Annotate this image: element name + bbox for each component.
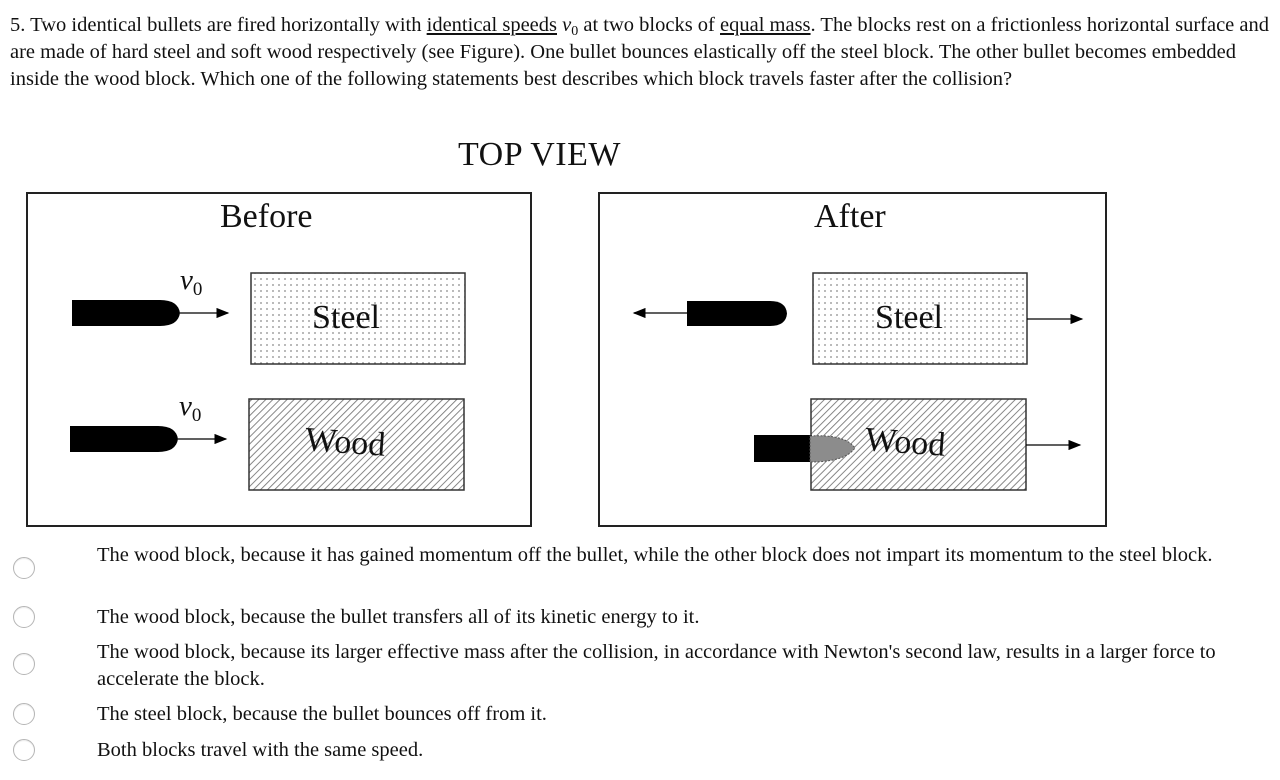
velocity-symbol: v0 <box>562 14 579 39</box>
underlined-equal-mass: equal mass <box>720 14 811 36</box>
before-top-velocity-label: v0 <box>180 264 203 300</box>
option-3-radio[interactable] <box>13 653 35 675</box>
after-embedded-bullet-icon <box>754 435 812 462</box>
before-steel-label: Steel <box>312 299 380 336</box>
option-4-label[interactable]: The steel block, because the bullet boun… <box>97 703 547 725</box>
option-4-radio[interactable] <box>13 703 35 725</box>
option-2-radio[interactable] <box>13 606 35 628</box>
underlined-identical-speeds: identical speeds <box>426 14 557 36</box>
option-5-radio[interactable] <box>13 739 35 761</box>
question-part-3: . The blocks rest on a frictionless hori… <box>10 14 1269 90</box>
question-part-1: Two identical bullets are fired horizont… <box>30 14 427 36</box>
before-bottom-velocity-label: v0 <box>179 390 202 426</box>
question-text: 5. Two identical bullets are fired horiz… <box>10 12 1270 93</box>
question-part-2: at two blocks of <box>578 14 721 36</box>
after-title: After <box>814 198 886 235</box>
before-title: Before <box>220 198 313 235</box>
option-2-label[interactable]: The wood block, because the bullet trans… <box>97 606 700 628</box>
before-bullet-bottom-icon <box>70 426 178 452</box>
option-3-label[interactable]: The wood block, because its larger effec… <box>97 641 1216 690</box>
after-rebound-bullet-icon <box>687 301 787 326</box>
before-steel-block <box>250 272 466 365</box>
before-bullet-top-icon <box>72 300 180 326</box>
figure-title: TOP VIEW <box>458 136 621 173</box>
before-wood-block <box>248 398 465 491</box>
embedded-bullet-tip-icon <box>809 435 856 463</box>
after-wood-label: Wood <box>863 421 947 464</box>
option-1-label[interactable]: The wood block, because it has gained mo… <box>97 544 1213 566</box>
after-steel-block <box>812 272 1028 365</box>
option-5-label[interactable]: Both blocks travel with the same speed. <box>97 739 424 761</box>
question-number: 5. <box>10 14 26 36</box>
before-wood-label: Wood <box>303 421 387 464</box>
after-steel-label: Steel <box>875 299 943 336</box>
option-1-radio[interactable] <box>13 557 35 579</box>
